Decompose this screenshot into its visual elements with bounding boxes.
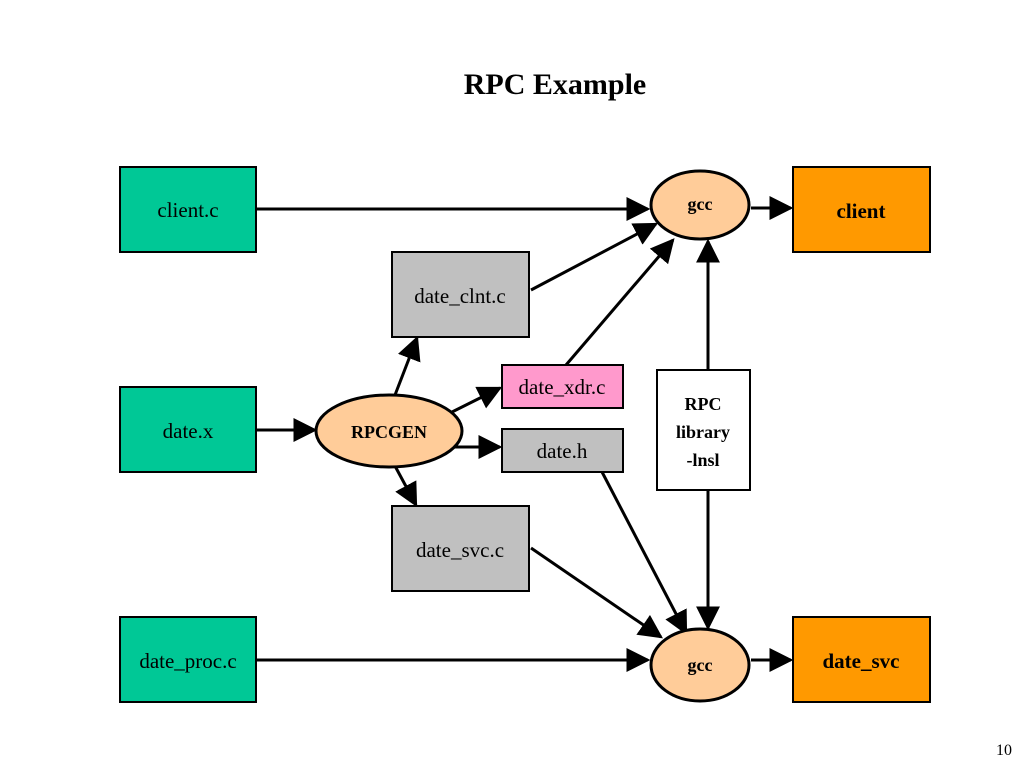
rpc-library: RPC library -lnsl (656, 369, 751, 491)
slide-title: RPC Example (463, 68, 647, 101)
arrow-date-h-to-gcc (599, 469, 688, 636)
source-date-proc-c-label: date_proc.c (139, 649, 236, 673)
rpc-library-line-3: -lnsl (686, 450, 719, 470)
gcc-client-label: gcc (688, 194, 713, 214)
source-client-c: client.c (119, 166, 257, 253)
generated-date-clnt-c: date_clnt.c (391, 251, 530, 338)
gcc-server-process: gcc (649, 627, 751, 703)
source-client-c-label: client.c (157, 198, 218, 222)
generated-date-h: date.h (501, 428, 624, 473)
output-date-svc: date_svc (792, 616, 931, 703)
generated-date-svc-c-label: date_svc.c (416, 538, 504, 562)
generated-date-xdr-c: date_xdr.c (501, 364, 624, 409)
generated-date-xdr-c-label: date_xdr.c (519, 375, 606, 399)
arrow-rpcgen-to-date-clnt (393, 335, 421, 396)
arrow-rpcgen-to-date-svc (393, 465, 418, 508)
connector-arrows (257, 196, 794, 672)
generated-date-clnt-c-label: date_clnt.c (414, 284, 506, 308)
arrow-date-svc-to-gcc (530, 546, 663, 639)
arrow-rpcgen-to-date-xdr (451, 386, 503, 414)
arrow-date-xdr-to-gcc (564, 238, 675, 366)
rpc-library-line-2: library (676, 422, 730, 442)
output-date-svc-label: date_svc (823, 649, 900, 673)
rpc-library-line-1: RPC (685, 394, 722, 414)
output-client-label: client (837, 199, 886, 223)
source-date-proc-c: date_proc.c (119, 616, 257, 703)
output-client: client (792, 166, 931, 253)
page-number: 10 (996, 742, 1012, 759)
generated-date-h-label: date.h (537, 439, 588, 463)
rpcgen-label: RPCGEN (351, 422, 427, 442)
arrow-date-clnt-to-gcc (530, 222, 659, 292)
source-date-x-label: date.x (163, 419, 214, 443)
source-date-x: date.x (119, 386, 257, 473)
gcc-server-label: gcc (688, 655, 713, 675)
rpcgen-process: RPCGEN (314, 393, 464, 469)
gcc-client-process: gcc (649, 169, 751, 241)
generated-date-svc-c: date_svc.c (391, 505, 530, 592)
